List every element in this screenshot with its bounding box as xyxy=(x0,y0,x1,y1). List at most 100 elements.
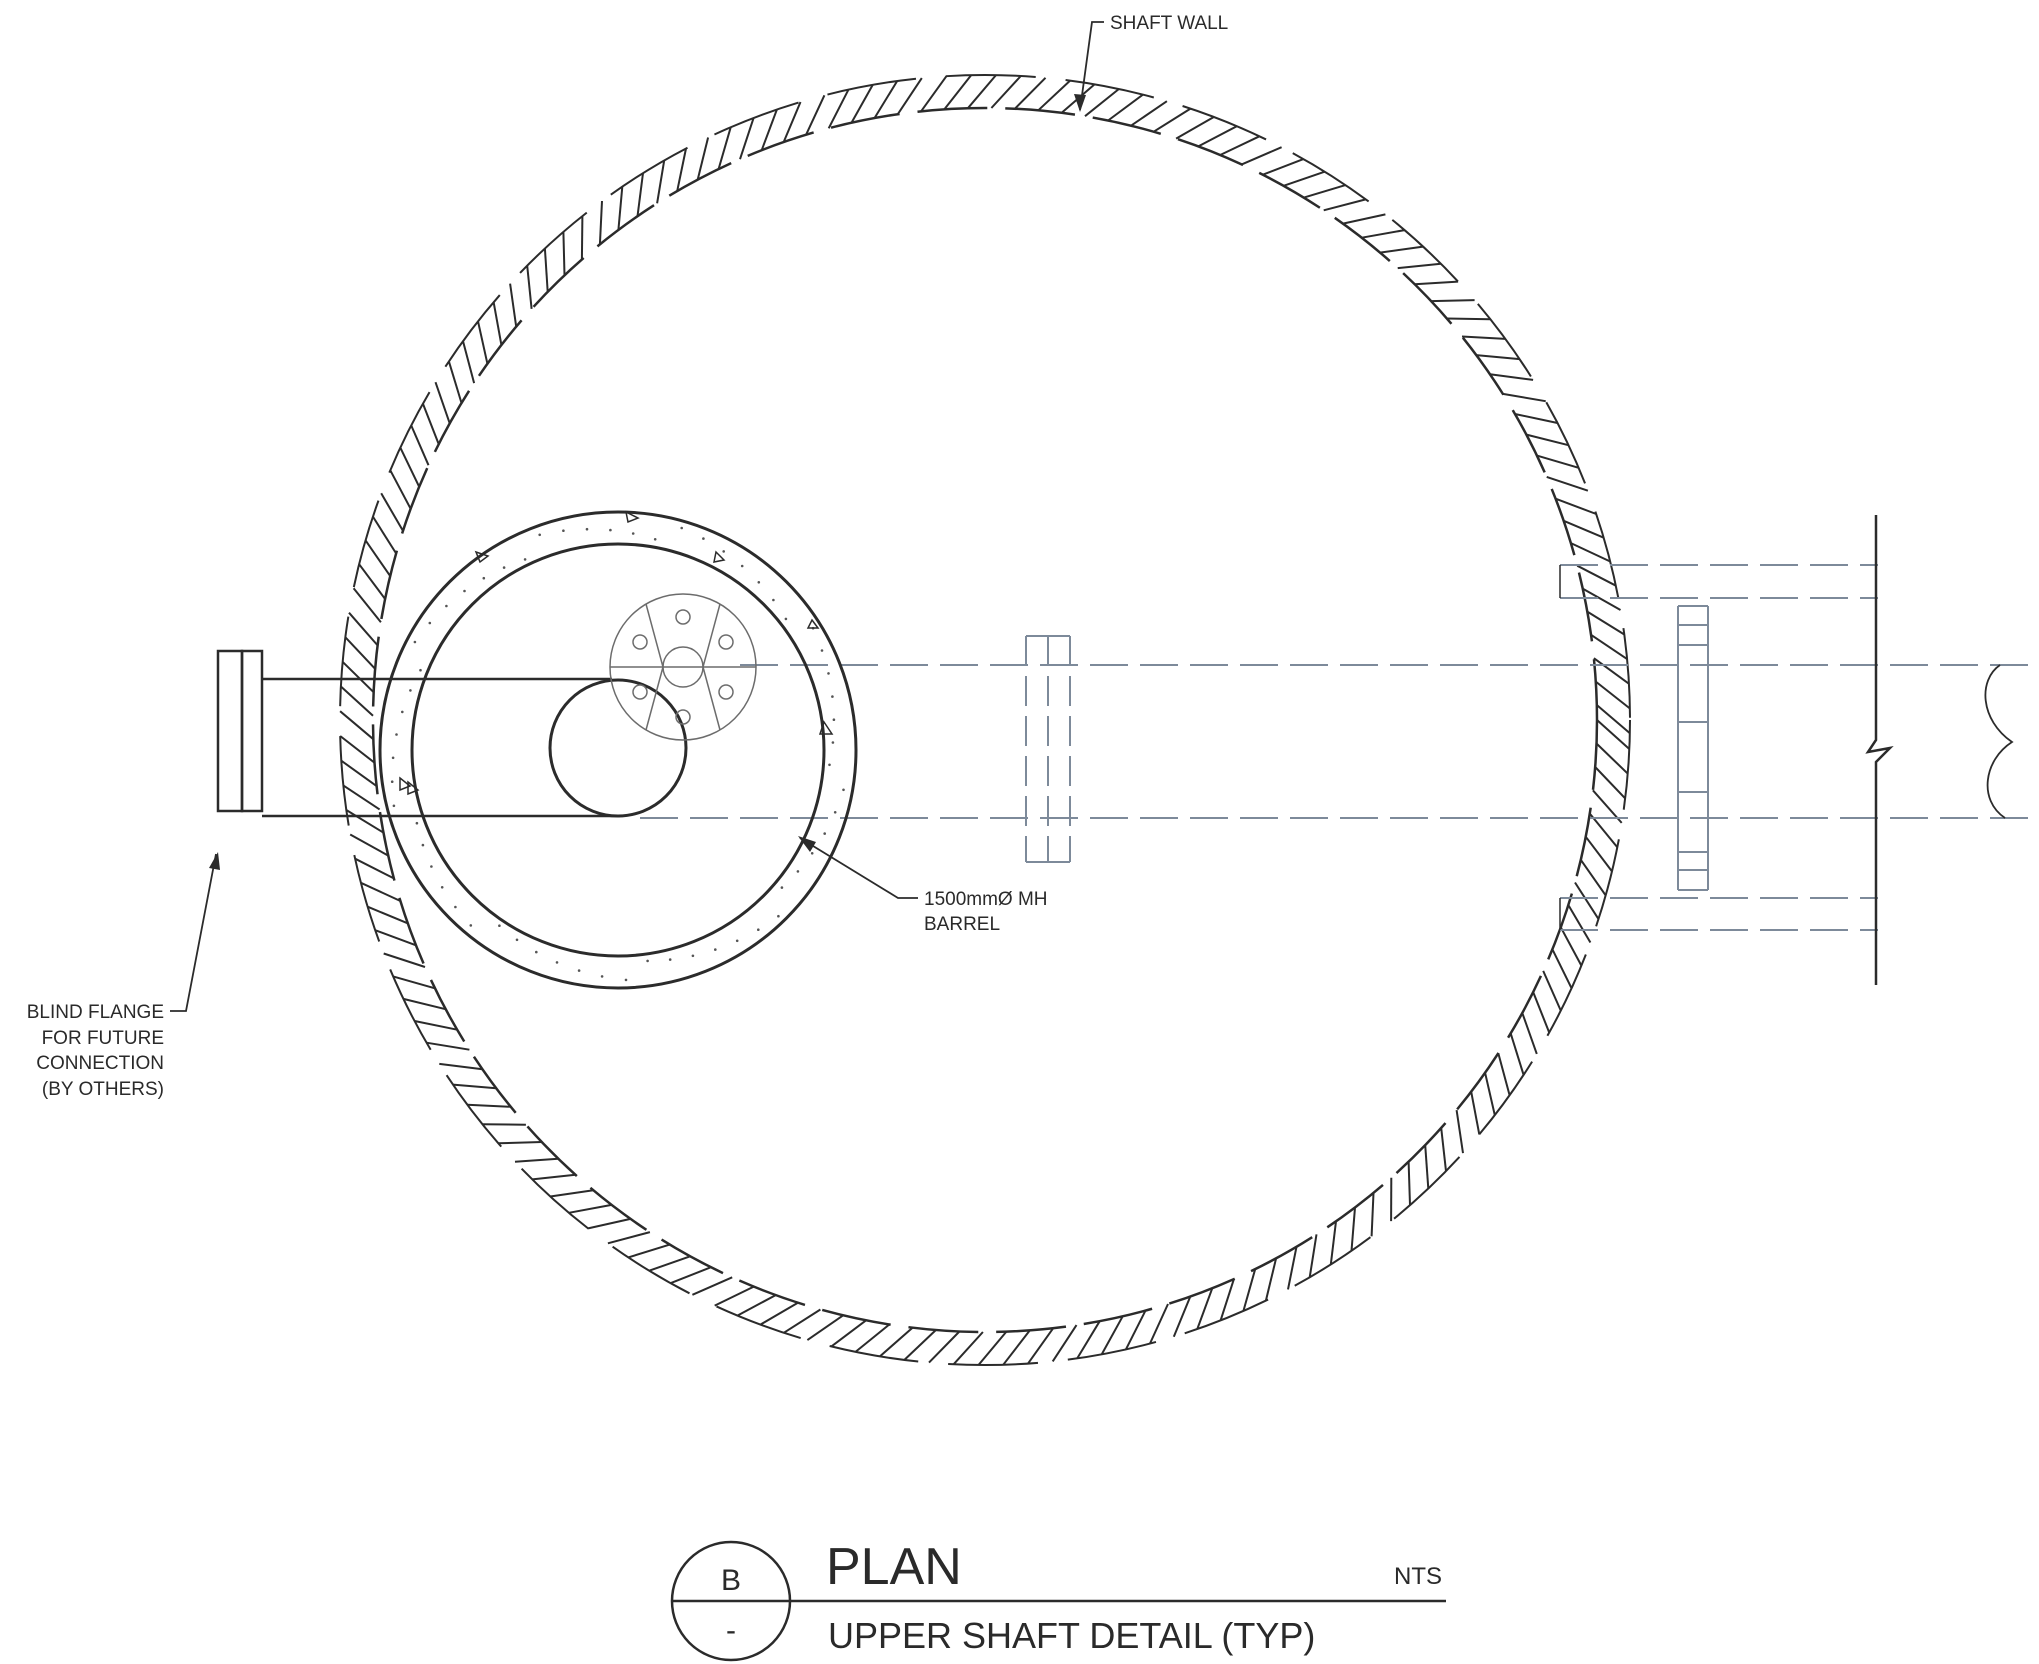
hatch-stroke xyxy=(1197,125,1238,148)
stipple-dot xyxy=(833,811,837,814)
hatch-stroke xyxy=(439,1062,483,1071)
detail-sheet-ref: - xyxy=(726,1614,736,1647)
hatch-stroke xyxy=(1107,93,1144,122)
hatch-stroke xyxy=(1509,1033,1525,1076)
hatch-stroke xyxy=(380,492,404,532)
hatch-stroke xyxy=(1014,77,1047,110)
hatch-stroke xyxy=(1219,135,1260,156)
hatch-stroke xyxy=(1130,100,1168,127)
hatch-stroke xyxy=(827,89,850,129)
hatch-stroke xyxy=(739,117,755,160)
hatch-stroke xyxy=(1497,1053,1511,1096)
hatch-stroke xyxy=(526,265,533,310)
hatch-stroke xyxy=(598,200,603,245)
hatch-stroke xyxy=(1502,392,1546,403)
hatch-stroke xyxy=(656,160,666,204)
hatch-stroke xyxy=(1579,859,1607,896)
hatch-stroke xyxy=(1262,158,1304,176)
stipple-dot xyxy=(820,649,824,652)
stipple-dot xyxy=(555,961,559,964)
hatch-stroke xyxy=(1414,280,1459,286)
stipple-dot xyxy=(409,689,412,692)
stipple-dot xyxy=(842,788,845,792)
shaft-wall xyxy=(339,74,1631,1366)
hatch-stroke xyxy=(1526,433,1569,447)
hatch-stroke xyxy=(1576,564,1617,587)
blind-flange-callout: BLIND FLANGE FOR FUTURE CONNECTION (BY O… xyxy=(27,852,220,1100)
stipple-dot xyxy=(624,978,628,982)
stipple-dot xyxy=(740,564,744,568)
title-block: B - PLAN NTS UPPER SHAFT DETAIL (TYP) xyxy=(670,1538,1446,1662)
hatch-stroke xyxy=(1446,317,1491,321)
hatch-stroke xyxy=(1287,1246,1298,1290)
hatch-stroke xyxy=(1283,170,1326,187)
hatch-stroke xyxy=(670,1266,712,1285)
hatch-stroke xyxy=(1589,812,1619,848)
stipple-dot xyxy=(445,604,448,608)
hatch-stroke xyxy=(759,1301,799,1326)
hatch-stroke xyxy=(1397,262,1442,270)
hatch-stroke xyxy=(1586,610,1625,636)
hatch-stroke xyxy=(1264,1258,1278,1301)
stipple-dot xyxy=(482,576,486,580)
hatch-stroke xyxy=(352,587,382,623)
hatch-stroke xyxy=(830,1319,867,1348)
hatch-stroke xyxy=(1596,719,1630,750)
hatch-stroke xyxy=(943,74,972,110)
hatch-stroke xyxy=(617,186,624,231)
hatch-stroke xyxy=(421,403,440,445)
hatch-stroke xyxy=(562,231,566,276)
hatch-stroke xyxy=(806,1314,844,1341)
hatch-stroke xyxy=(342,784,381,811)
stipple-dot xyxy=(430,865,433,868)
hatch-stroke xyxy=(492,301,503,346)
stipple-dot xyxy=(421,843,425,847)
blind-flange-label-line2: FOR FUTURE xyxy=(42,1028,164,1049)
hatch-stroke xyxy=(1076,1320,1101,1359)
hatch-stroke xyxy=(782,101,802,143)
stipple-dot xyxy=(827,672,830,675)
mh-barrel-aggregate-marks xyxy=(399,510,834,796)
outlet-pipe xyxy=(640,515,2039,985)
hatch-stroke xyxy=(873,80,899,119)
stipple-dot xyxy=(831,695,834,698)
hatch-stroke xyxy=(1323,198,1366,212)
stipple-dot xyxy=(502,566,506,569)
stipple-dot xyxy=(735,939,739,943)
hatch-stroke xyxy=(854,1323,890,1353)
hatch-stroke xyxy=(1542,970,1562,1012)
blind-flange-face xyxy=(240,649,264,813)
hatch-stroke xyxy=(1027,1327,1055,1365)
stipple-dot xyxy=(440,886,444,889)
bolted-flange-disk xyxy=(609,593,757,741)
hatch-stroke xyxy=(896,77,923,115)
hatch-stroke xyxy=(1563,519,1605,539)
stipple-dot xyxy=(668,958,672,961)
stipple-dot xyxy=(646,959,649,963)
manhole-barrel xyxy=(378,510,858,990)
hatch-stroke xyxy=(805,94,826,136)
hatch-stroke xyxy=(1219,1278,1235,1321)
hatch-stroke xyxy=(1175,116,1215,140)
hatch-stroke xyxy=(1002,1329,1031,1366)
stipple-dot xyxy=(772,598,775,602)
stipple-dot xyxy=(631,532,635,535)
hatch-stroke xyxy=(1361,229,1405,239)
hatch-stroke xyxy=(760,109,778,151)
stipple-dot xyxy=(609,528,612,532)
hatch-stroke xyxy=(952,1331,984,1365)
stipple-dot xyxy=(413,640,417,644)
hatch-stroke xyxy=(339,735,376,764)
stipple-dot xyxy=(428,621,432,625)
hatch-stroke xyxy=(977,1330,1008,1366)
mh-barrel-label-line2: BARREL xyxy=(924,914,1000,935)
hatch-stroke xyxy=(1342,213,1386,225)
detail-subtitle: UPPER SHAFT DETAIL (TYP) xyxy=(828,1615,1315,1656)
hatch-stroke xyxy=(374,929,417,947)
hatch-stroke xyxy=(903,1329,937,1361)
hatch-stroke xyxy=(1172,1296,1192,1338)
hatch-stroke xyxy=(1455,1109,1464,1154)
hatch-stroke xyxy=(1484,1072,1496,1116)
stipple-dot xyxy=(562,529,565,532)
stipple-dot xyxy=(390,780,394,783)
